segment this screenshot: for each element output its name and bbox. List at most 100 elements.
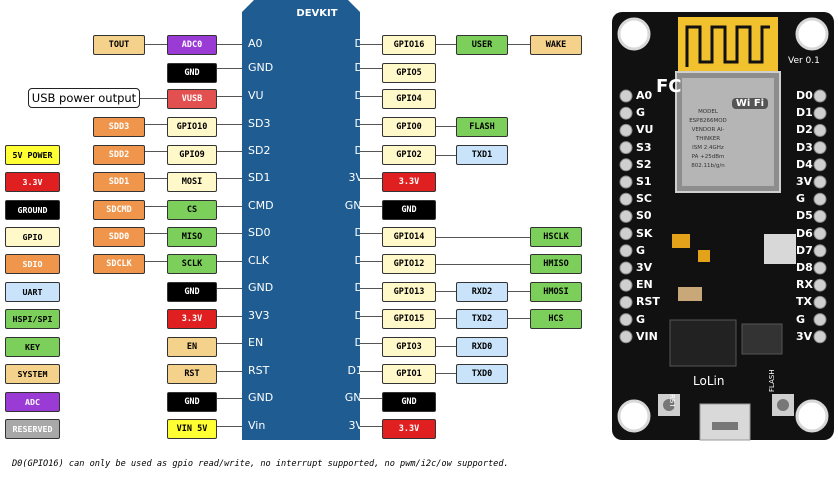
tag-gpio10: GPIO10 [167,117,217,137]
module-text-line: ISM 2.4GHz [692,145,724,151]
photo-pin-label-right: D7 [796,243,813,257]
tag-gnd-3: GND [167,392,217,412]
photo-pin-label-right: D3 [796,140,813,154]
header-pin [813,244,827,258]
module-text-line: MODEL [698,109,718,115]
board-pin-left: 3V3 [248,309,270,322]
photo-pin-label-left: S2 [636,157,652,171]
board-pin-right: D5 [354,226,370,239]
tag-miso: MISO [167,227,217,247]
connector-line [360,124,382,125]
tag-sdclk: SDCLK [93,254,145,274]
header-pin [813,106,827,120]
module-text-line: ESP8266MOD [689,118,727,124]
photo-pin-label-left: EN [636,278,653,292]
connector-line [436,346,456,347]
header-pin [619,141,633,155]
board-pin-left: SD3 [248,117,271,130]
board-pin-left: A0 [248,37,263,50]
connector-line [145,261,167,262]
connector-line [360,44,382,45]
photo-pin-label-left: 3V [636,261,653,274]
photo-pin-label-left: G [636,312,646,326]
header-pin [813,89,827,103]
board-pin-left: VU [248,89,264,102]
connector-line [217,96,242,97]
connector-line [360,288,382,289]
photo-pin-label-right: TX [796,295,812,309]
tag-sdd0: SDD0 [93,227,145,247]
tag-sdcmd: SDCMD [93,200,145,220]
crystal [678,287,702,301]
legend-sdio: SDIO [5,254,60,274]
tag-en: EN [167,337,217,357]
connector-line [360,151,382,152]
antenna-trace [685,25,770,67]
board-pin-right: D3 [354,117,370,130]
tag-hmosi: HMOSI [530,282,582,302]
legend-uart: UART [5,282,60,302]
connector-line [436,373,456,374]
header-pins [619,89,827,344]
photo-pin-label-right: D2 [796,123,813,137]
connector-line [145,151,167,152]
footnote: D0(GPIO16) can only be used as gpio read… [12,459,509,469]
header-pin [619,123,633,137]
tag-user: USER [456,35,508,55]
photo-fcc: FC [656,76,682,97]
photo-pin-label-right: D8 [796,261,813,274]
connector-line [360,316,382,317]
connector-line [436,237,530,238]
header-pin [619,192,633,206]
header-pin [813,227,827,241]
photo-pin-label-right: 3V [796,329,813,343]
board-pin-left: EN [248,336,264,349]
photo-pin-label-left: SC [636,192,652,206]
header-pin [619,330,633,344]
micro-usb-opening [712,422,738,430]
header-pin [813,261,827,275]
board-pin-left: SD2 [248,144,271,157]
legend-5v-power: 5V POWER [5,145,60,165]
flash-button-cap [777,399,789,411]
connector-line [360,398,382,399]
header-pin [813,123,827,137]
header-pin [813,192,827,206]
tag-3v3-right-b: 3.3V [382,419,436,439]
tag-3v3-left: 3.3V [167,309,217,329]
board-pin-left: Vin [248,419,266,432]
header-pin [619,175,633,189]
tag-hsclk: HSCLK [530,227,582,247]
photo-pin-label-left: S3 [636,140,652,154]
tag-flash: FLASH [456,117,508,137]
tag-gpio4: GPIO4 [382,89,436,109]
connector-line [360,233,382,234]
header-pin [813,141,827,155]
header-pin [619,209,633,223]
photo-pin-label-right: D6 [796,226,813,240]
legend-adc: ADC [5,392,60,412]
esp-module-can [682,78,774,186]
tag-mosi: MOSI [167,172,217,192]
board-pin-right: D1 [354,61,370,74]
board-pin-right: D2 [354,89,370,102]
tag-tout: TOUT [93,35,145,55]
connector-line [360,178,382,179]
tag-3v3-right-a: 3.3V [382,172,436,192]
board-pin-right: GND [344,391,370,404]
legend-gpio: GPIO [5,227,60,247]
photo-flash-label: FLASH [768,369,776,392]
usb-power-output-label: USB power output [28,88,140,108]
connector-line [217,316,242,317]
photo-pin-label-right: D0 [796,89,813,102]
connector-line [436,264,530,265]
tag-sdd2: SDD2 [93,145,145,165]
header-pin [813,295,827,309]
tag-gnd-2: GND [167,282,217,302]
module-text-line: PA +25dBm [691,154,725,160]
header-pin [813,175,827,189]
legend-reserved: RESERVED [5,419,60,439]
connector-line [360,96,382,97]
board-pin-right: GND [344,199,370,212]
tag-vin-5v: VIN 5V [167,419,217,439]
